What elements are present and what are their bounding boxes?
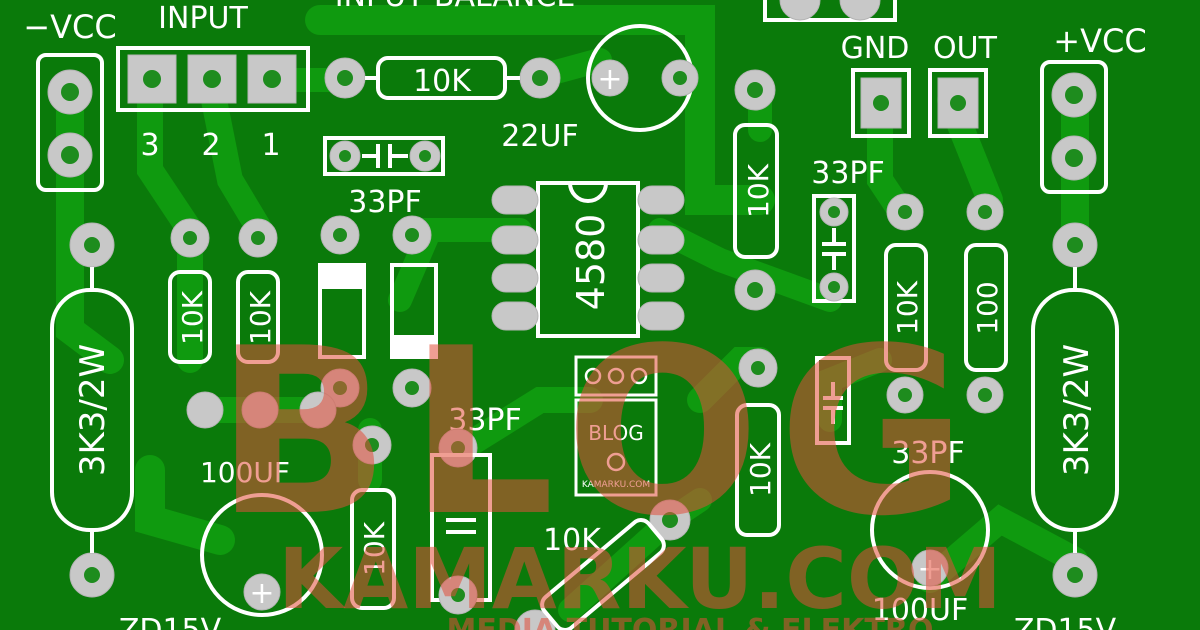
capacitor-22uf: + 22UF (501, 24, 699, 154)
cap-100uf-left-label: 100UF (200, 456, 290, 489)
input-connector: INPUT 3 2 1 (116, 1, 310, 163)
resistor-3k3-left-label: 3K3/2W (73, 344, 113, 476)
neg-vcc-label: −VCC (23, 8, 116, 46)
pos-vcc-label: +VCC (1053, 22, 1146, 60)
cap-100uf-left-plus: + (249, 576, 274, 611)
resistor-10k-top-label: 10K (413, 64, 472, 99)
neg-vcc-connector: −VCC (23, 8, 117, 192)
capacitor-33pf-right: 33PF (811, 156, 885, 303)
cap-33pf-top-label: 33PF (348, 185, 422, 220)
regulator-left: 100UF (186, 391, 337, 489)
resistor-10k-lower-label: 10K (358, 521, 391, 576)
resistor-10k-right: 10K (884, 193, 928, 414)
diode-2 (390, 215, 438, 408)
watermark-blog: BLOG (215, 300, 985, 567)
watermark-tagline: MEDIA TUTORIAL & ELEKTRO (447, 613, 934, 630)
resistor-10k-vertical-top: 10K (733, 69, 779, 311)
ic-label: 4580 (569, 214, 613, 311)
blog-logo: BLOG KAMARKU.COM (574, 355, 658, 497)
watermark-site: KAMARKU.COM (278, 530, 1002, 628)
input-pin-1: 1 (261, 128, 280, 163)
resistor-10k-diagonal: 10K (514, 499, 691, 630)
resistor-10k-lower: 10K (350, 425, 396, 610)
capacitor-100uf-left: + ZD15V (119, 493, 324, 630)
cap-33pf-right-label: 33PF (811, 156, 885, 191)
logo-name: BLOG (588, 421, 643, 445)
input-label: INPUT (158, 1, 248, 36)
capacitor-33pf-mid: 33PF (430, 403, 522, 615)
resistor-10k-right-mid: 10K (735, 348, 781, 537)
resistor-10k-a-label: 10K (176, 290, 209, 345)
output-connector: GND OUT (841, 31, 998, 138)
resistor-10k-diagonal-label: 10K (543, 523, 602, 558)
cap-33pf-low-label: 33PF (891, 436, 965, 471)
resistor-10k-top: 10K (324, 56, 561, 100)
resistor-10k-rmid-label: 10K (744, 442, 777, 497)
out-label: OUT (933, 31, 998, 66)
resistor-10k-b: 10K (236, 218, 280, 364)
cap-100uf-right-plus: + (917, 552, 942, 587)
zener-right-label: ZD15V (1014, 613, 1117, 630)
resistor-100-label: 100 (971, 281, 1004, 334)
resistor-3k3-right-label: 3K3/2W (1057, 344, 1097, 476)
resistor-10k-vt-label: 10K (742, 163, 775, 218)
ic-4580: 4580 (491, 181, 685, 338)
capacitor-33pf-low: 33PF (815, 356, 965, 471)
board-title-partial: INPUT BALANCE (335, 0, 576, 14)
input-pin-2: 2 (201, 128, 220, 163)
resistor-10k-a: 10K (168, 218, 212, 364)
cap-22uf-plus: + (597, 62, 622, 97)
gnd-label: GND (841, 31, 910, 66)
resistor-10k-b-label: 10K (244, 290, 277, 345)
logo-site: KAMARKU.COM (582, 480, 650, 490)
resistor-3k3-left: 3K3/2W (50, 222, 134, 598)
capacitor-100uf-right: + 100UF ZD15V (870, 470, 1117, 630)
resistor-3k3-right: 3K3/2W (1031, 222, 1119, 598)
cap-100uf-right-label: 100UF (872, 593, 968, 628)
resistor-100: 100 (964, 193, 1008, 414)
watermark: BLOG KAMARKU.COM MEDIA TUTORIAL & ELEKTR… (215, 300, 1002, 630)
cap-22uf-label: 22UF (501, 119, 578, 154)
logo-mark-icon (606, 452, 626, 472)
input-pin-3: 3 (140, 128, 159, 163)
capacitor-33pf-top: 33PF (323, 136, 445, 220)
zener-left-label: ZD15V (119, 613, 222, 630)
pos-vcc-connector: +VCC (1040, 22, 1147, 194)
top-connector-partial (763, 0, 897, 22)
resistor-10k-right-label: 10K (891, 280, 924, 335)
